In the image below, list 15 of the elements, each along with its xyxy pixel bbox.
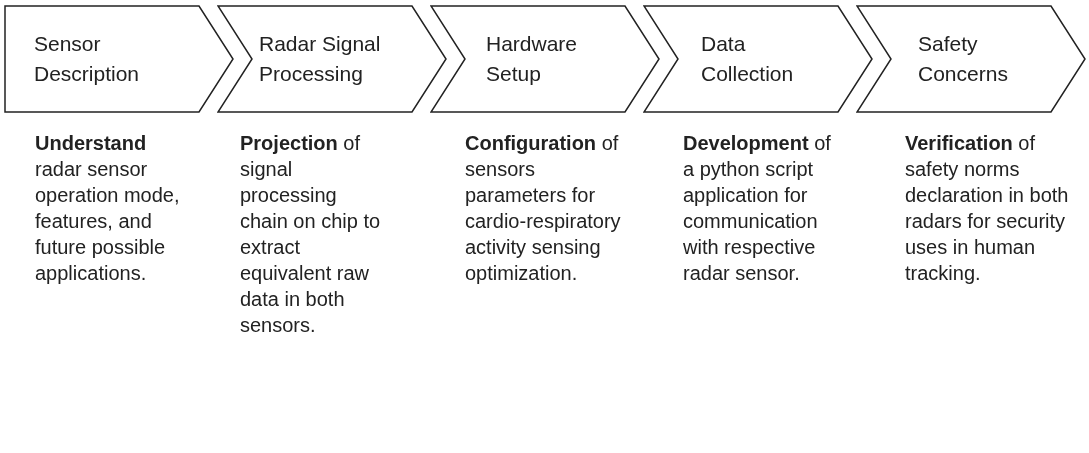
- step-description: Projection of signal processing chain on chip to extract equivalent raw data in both sensors.: [240, 131, 382, 338]
- step-title: Hardware Setup: [486, 31, 579, 87]
- chevron-step: [4, 5, 234, 113]
- step-description: Verification of safety norms declaration in both radars for security uses in human tracking.: [905, 131, 1070, 286]
- step-title: Radar Signal Processing: [259, 31, 382, 87]
- chevron-step: [217, 5, 447, 113]
- step-title: Data Collection: [701, 31, 795, 87]
- chevron-step: [430, 5, 660, 113]
- step-title: Safety Concerns: [918, 31, 1009, 87]
- step-description: Configuration of sensors parameters for cardio-respiratory activity sensing optimization.: [465, 131, 622, 286]
- chevron-step: [643, 5, 873, 113]
- step-description: Development of a python script application for communication with respective radar sensor.: [683, 131, 832, 286]
- step-description: Understand radar sensor operation mode, features, and future possible applications.: [35, 131, 181, 286]
- step-title: Sensor Description: [34, 31, 141, 87]
- chevron-step: [856, 5, 1086, 113]
